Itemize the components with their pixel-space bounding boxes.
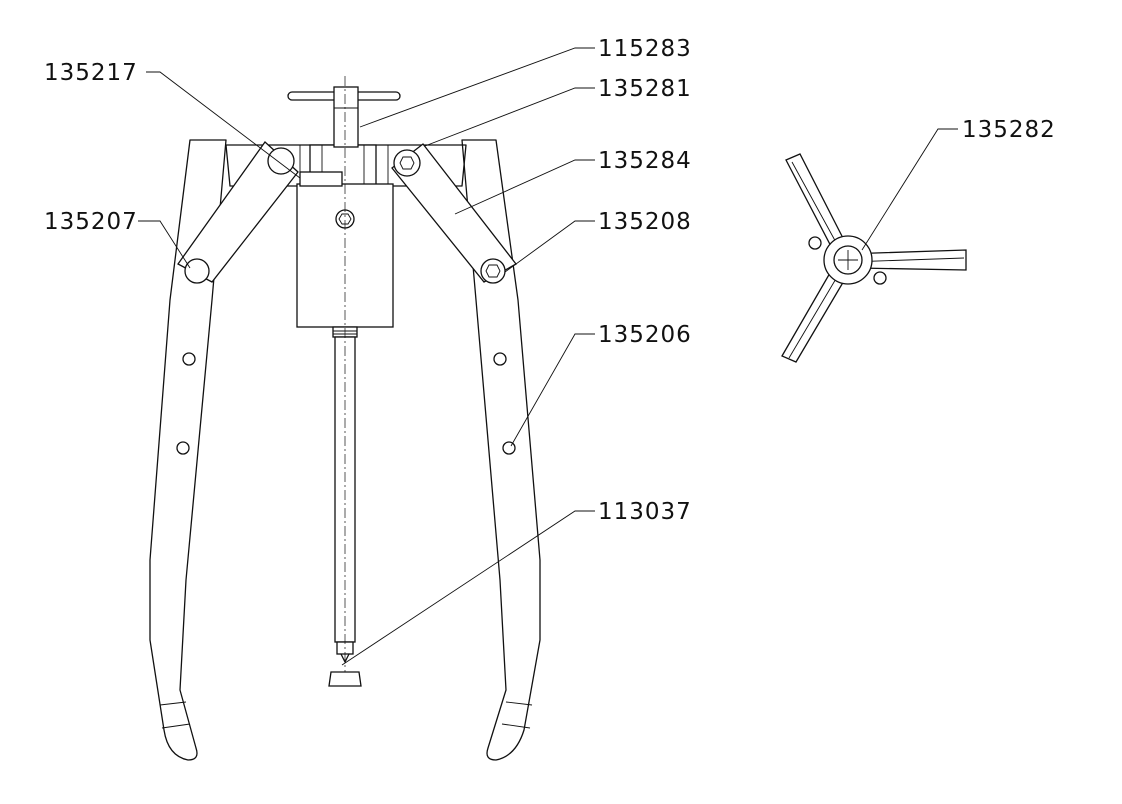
label-113037: 113037: [598, 499, 692, 525]
arm-hole: [493, 352, 507, 366]
body-step: [299, 171, 343, 187]
link-pin: [267, 147, 295, 175]
center-point-113037: [328, 671, 362, 687]
label-135282: 135282: [962, 117, 1056, 143]
hub-hole: [808, 236, 822, 250]
body-block: [296, 171, 394, 328]
arm-hole: [502, 441, 516, 455]
label-135217: 135217: [44, 60, 138, 86]
part-labels: 115283 135217 135281 135284 135207 13520…: [44, 36, 1056, 525]
arm-hole: [176, 441, 190, 455]
arm-hole: [182, 352, 196, 366]
link-pin: [184, 258, 210, 284]
label-115283: 115283: [598, 36, 692, 62]
spindle: [328, 326, 362, 687]
right-arm: [461, 139, 541, 761]
label-135207: 135207: [44, 209, 138, 235]
t-handle-top-view: [781, 153, 967, 363]
link-nut: [393, 149, 421, 177]
hub-hole: [873, 271, 887, 285]
left-link: [177, 141, 299, 284]
leader-lines: [138, 47, 958, 666]
label-135206: 135206: [598, 322, 692, 348]
left-arm: [149, 139, 227, 761]
t-handle: [287, 86, 401, 148]
link-nut: [480, 258, 506, 284]
label-135284: 135284: [598, 148, 692, 174]
screw-top: [333, 86, 359, 148]
right-link: [391, 143, 517, 284]
label-135208: 135208: [598, 209, 692, 235]
label-135281: 135281: [598, 76, 692, 102]
